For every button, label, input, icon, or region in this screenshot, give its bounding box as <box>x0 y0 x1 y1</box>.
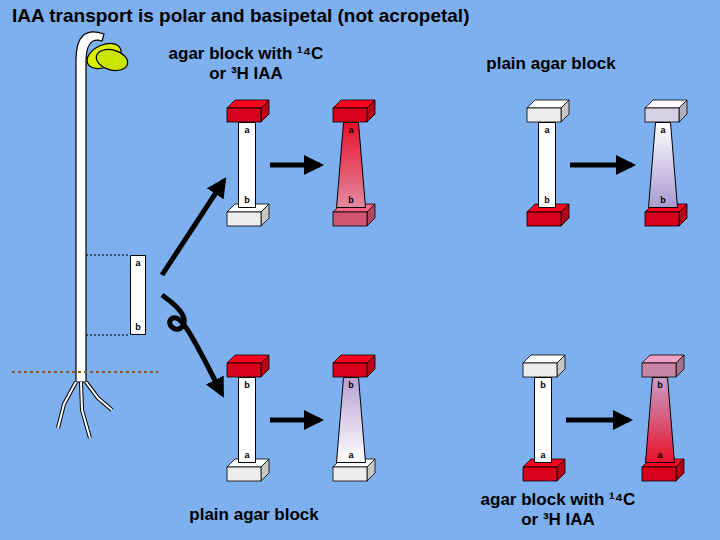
stem-segment: ab <box>130 255 146 335</box>
leader-line <box>86 255 130 256</box>
agar-block <box>333 355 375 377</box>
title: IAA transport is polar and basipetal (no… <box>12 4 469 28</box>
stem-segment: ba <box>534 377 552 463</box>
segment-end-letter: a <box>660 125 665 135</box>
agar-block <box>227 355 269 377</box>
segment-end-letter: b <box>660 195 666 205</box>
stem-segment: ba <box>336 377 366 463</box>
segment-end-letter: b <box>135 322 141 332</box>
block-caption: plain agar block <box>456 54 646 74</box>
block-caption: agar block with ¹⁴C or ³H IAA <box>473 490 643 530</box>
agar-block <box>333 100 375 122</box>
agar-block <box>645 100 687 122</box>
cut-line <box>12 371 158 373</box>
agar-block <box>642 355 684 377</box>
stem-segment: ab <box>648 122 678 208</box>
segment-end-letter: b <box>540 380 546 390</box>
stem-segment: ba <box>238 377 256 463</box>
segment-end-letter: a <box>540 450 545 460</box>
stem-segment: ab <box>538 122 556 208</box>
stem-segment: ba <box>645 377 675 463</box>
segment-end-letter: a <box>544 125 549 135</box>
block-caption: plain agar block <box>159 505 349 525</box>
transfer-arrow <box>162 180 224 275</box>
segment-end-letter: b <box>348 380 354 390</box>
segment-end-letter: a <box>244 125 249 135</box>
segment-end-letter: a <box>348 450 353 460</box>
agar-block <box>523 355 565 377</box>
segment-end-letter: b <box>244 380 250 390</box>
segment-end-letter: b <box>244 195 250 205</box>
segment-end-letter: a <box>244 450 249 460</box>
segment-end-letter: a <box>135 258 140 268</box>
block-caption: agar block with ¹⁴C or ³H IAA <box>161 44 331 84</box>
seedling <box>58 32 130 438</box>
segment-end-letter: b <box>348 195 354 205</box>
stem-segment: ab <box>238 122 256 208</box>
transfer-arrow <box>270 163 320 168</box>
transfer-arrow <box>570 163 632 168</box>
segment-end-letter: a <box>657 450 662 460</box>
agar-block <box>227 100 269 122</box>
segment-end-letter: b <box>544 195 550 205</box>
agar-block <box>527 100 569 122</box>
transfer-arrow <box>566 418 629 423</box>
segment-end-letter: a <box>348 125 353 135</box>
transfer-arrow <box>270 418 320 423</box>
transfer-arrow <box>162 295 222 394</box>
stem-segment: ab <box>336 122 366 208</box>
segment-end-letter: b <box>657 380 663 390</box>
leader-line <box>86 335 130 336</box>
